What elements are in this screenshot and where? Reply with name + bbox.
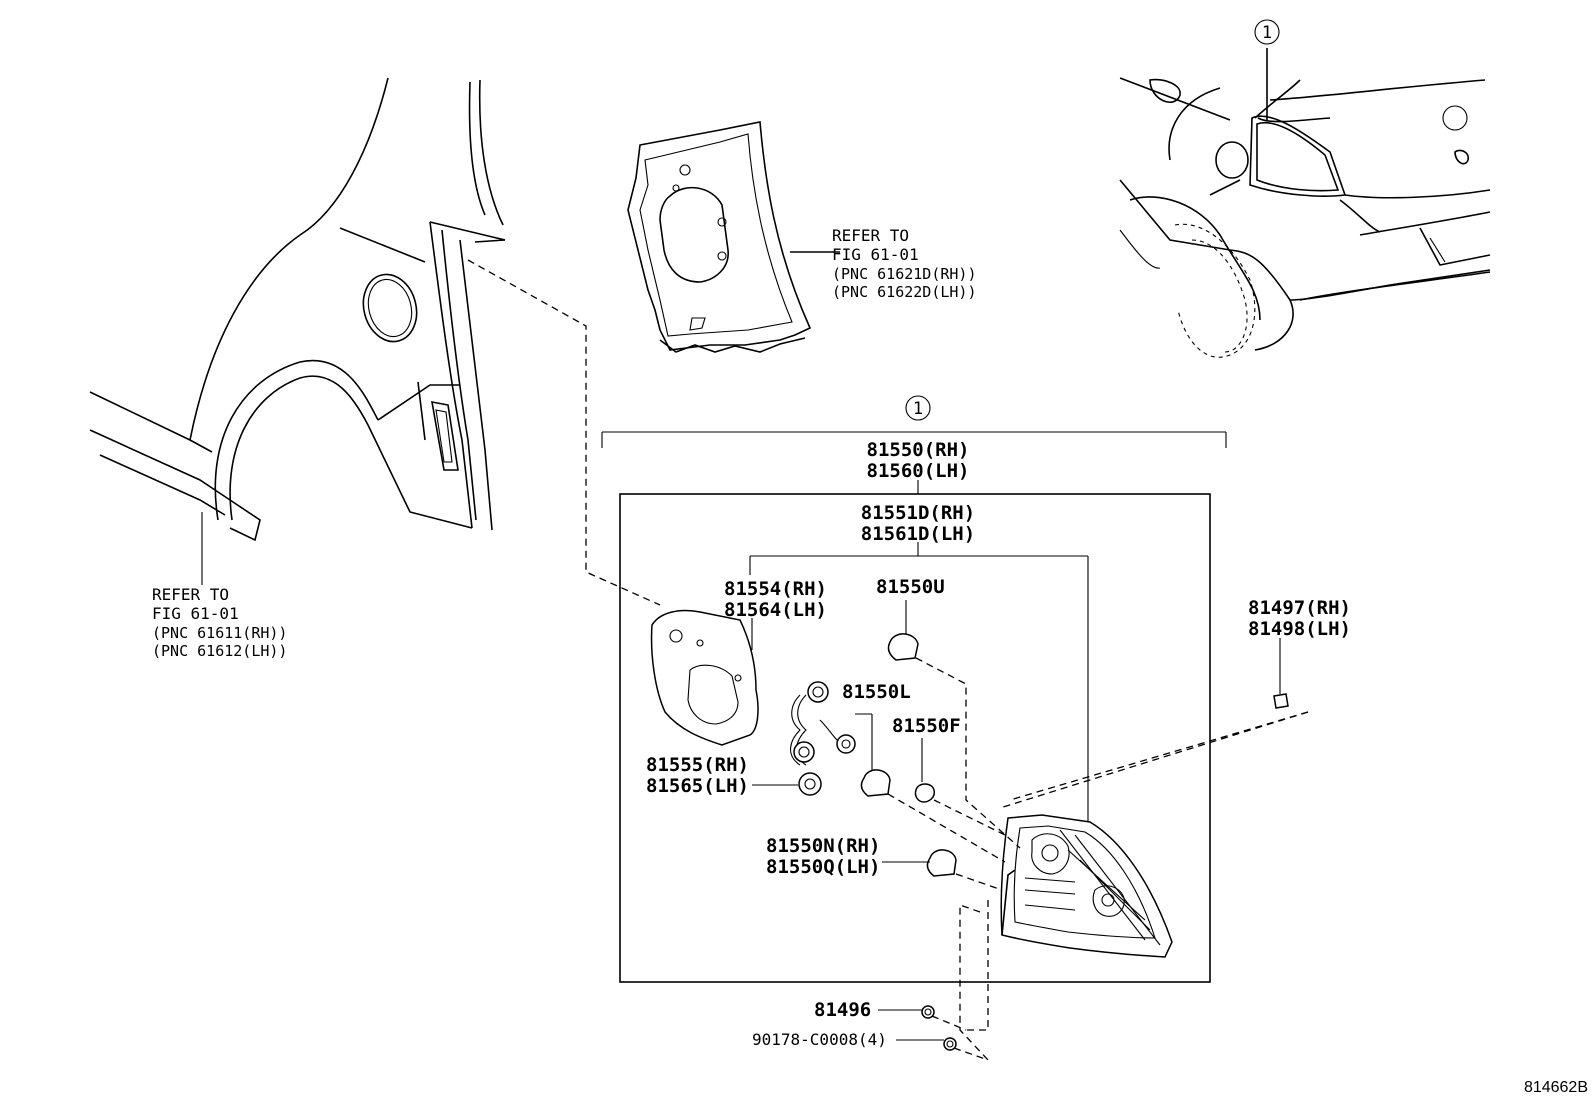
assembly-box bbox=[619, 493, 1211, 983]
refer-fender-line3: (PNC 61611(RH)) bbox=[152, 624, 287, 642]
rear-fender-drawing bbox=[89, 77, 506, 542]
gasket-part bbox=[650, 609, 759, 746]
label-lens-lh: 81561D(LH) bbox=[861, 523, 975, 545]
label-socket-rh: 81555(RH) bbox=[646, 754, 749, 776]
label-lens-rh: 81551D(RH) bbox=[861, 502, 975, 524]
socket-wiring-part bbox=[752, 681, 856, 796]
label-bulb-u: 81550U bbox=[876, 576, 945, 598]
figure-code: 814662B bbox=[1524, 1079, 1588, 1096]
label-clip-rh: 81497(RH) bbox=[1248, 597, 1351, 619]
clip-part bbox=[1273, 638, 1289, 709]
label-nut: 81496 bbox=[814, 999, 871, 1021]
inner-panel-drawing bbox=[627, 121, 840, 353]
label-lamp-lh: 81560(LH) bbox=[867, 460, 970, 482]
label-screw: 90178-C0008(4) bbox=[752, 1030, 887, 1049]
lamp-lens-part bbox=[1000, 814, 1173, 958]
label-bulb-f: 81550F bbox=[892, 715, 961, 737]
callout-main: 1 bbox=[913, 399, 923, 419]
label-clip-lh: 81498(LH) bbox=[1248, 618, 1351, 640]
bulb-parts bbox=[855, 600, 957, 877]
label-bulb-n-rh: 81550N(RH) bbox=[766, 835, 880, 857]
label-lamp-rh: 81550(RH) bbox=[867, 439, 970, 461]
refer-panel-line1: REFER TO bbox=[832, 226, 909, 245]
refer-fender-line1: REFER TO bbox=[152, 585, 229, 604]
refer-fender-line4: (PNC 61612(LH)) bbox=[152, 642, 287, 660]
assembly-bracket: 1 bbox=[601, 395, 1227, 448]
refer-panel-line2: FIG 61-01 bbox=[832, 245, 919, 264]
refer-panel-line4: (PNC 61622D(LH)) bbox=[832, 283, 977, 301]
label-gasket-rh: 81554(RH) bbox=[724, 578, 827, 600]
refer-fender-line2: FIG 61-01 bbox=[152, 604, 239, 623]
dashed-leader-lines bbox=[467, 259, 1309, 1061]
refer-panel-line3: (PNC 61621D(RH)) bbox=[832, 265, 977, 283]
car-rear-view-drawing: 1 bbox=[1119, 19, 1491, 358]
label-bulb-l: 81550L bbox=[842, 681, 911, 703]
fastener-parts bbox=[878, 1005, 957, 1051]
label-socket-lh: 81565(LH) bbox=[646, 775, 749, 797]
label-gasket-lh: 81564(LH) bbox=[724, 599, 827, 621]
label-bulb-q-lh: 81550Q(LH) bbox=[766, 856, 880, 878]
callout-car: 1 bbox=[1262, 23, 1272, 43]
